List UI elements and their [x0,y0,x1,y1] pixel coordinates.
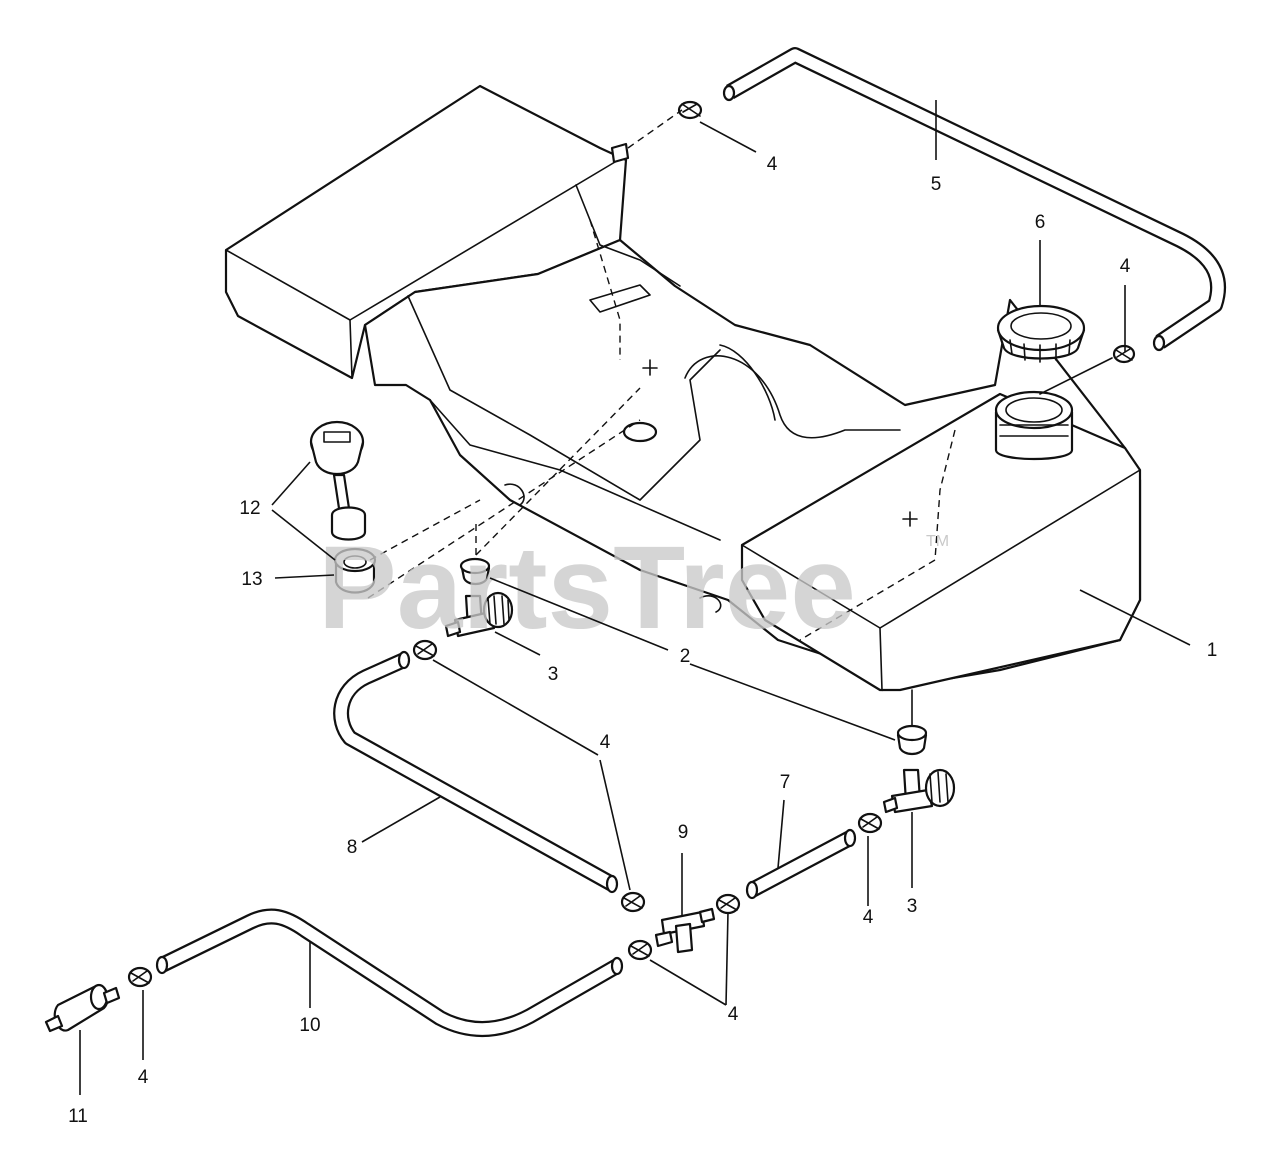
callout-8: 8 [347,837,358,858]
fuel-hose-8 [333,650,619,894]
callout-11: 11 [68,1106,88,1127]
grommet-assembly-line [369,499,481,561]
watermark-trademark: TM [926,533,949,550]
bushing-lower [896,724,928,756]
hose-clamp-tee-right [715,893,741,915]
fuel-filter [44,983,121,1033]
fuel-hose-7 [745,828,857,900]
shutoff-valve-left [444,591,514,638]
callout-13: 13 [241,569,262,590]
fuel-hose-10 [155,908,624,1037]
hose-clamp-tee-bottom [627,939,653,961]
callout-4-lower-right: 4 [863,907,874,928]
hose-clamp-filter [127,966,153,988]
hose-clamp-hose7-end [857,812,883,834]
fuel-gauge [309,420,367,541]
callout-2: 2 [680,646,691,667]
hose-clamp-valve-left [412,639,438,661]
vent-hose [722,47,1227,352]
callout-5: 5 [931,174,942,195]
hose-clamp-right [1112,344,1136,364]
bushing-upper [459,557,491,586]
callout-7: 7 [780,772,791,793]
fill-neck-assembly-line [1039,357,1113,395]
gas-cap [996,304,1086,363]
callout-4-right: 4 [1120,256,1131,277]
callout-3-left: 3 [548,664,559,685]
callout-4-top: 4 [767,154,778,175]
shutoff-valve-right [882,768,956,814]
tee-fitting [654,907,716,954]
hose-clamp-hose8-end [620,891,646,913]
fuel-tank [224,84,1142,692]
hose-clamp-top [677,100,703,120]
tank-grommet [333,547,377,594]
top-assembly-line [627,109,683,149]
callout-10: 10 [299,1015,320,1036]
callout-6: 6 [1035,212,1046,233]
callout-9: 9 [678,822,689,843]
callout-4-bottom-center: 4 [728,1004,739,1025]
watermark-brand: PartsTree [318,522,856,654]
callout-12: 12 [239,498,260,519]
callout-1: 1 [1207,640,1218,661]
callout-4-mid: 4 [600,732,611,753]
leader-lines [79,100,1191,1095]
callout-4-left: 4 [138,1067,149,1088]
callout-3-right: 3 [907,896,918,917]
